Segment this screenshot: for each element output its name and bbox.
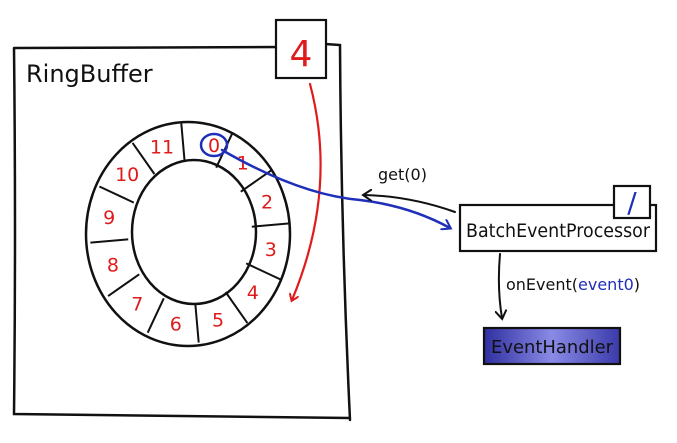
ring-slot-10: 10 — [115, 164, 139, 186]
on-event-arrow — [499, 253, 502, 318]
on-event-prefix: onEvent( — [506, 275, 578, 294]
ring-divider — [180, 123, 186, 162]
ring-slot-11: 11 — [150, 137, 174, 159]
ring-inner — [130, 158, 258, 306]
get-call: get(0) — [364, 165, 456, 213]
ring-outer — [84, 120, 292, 348]
sequence-advance-arrow — [292, 82, 322, 300]
ring-divider — [90, 238, 129, 244]
ring-slot-3: 3 — [265, 239, 277, 261]
ring-slot-2: 2 — [261, 192, 273, 214]
processor-pointer-arrow — [220, 148, 450, 228]
ring-dividers — [90, 123, 290, 343]
ring-slot-1: 1 — [237, 153, 249, 175]
on-event-suffix: ) — [634, 275, 640, 294]
processor-sequence-value: / — [627, 186, 637, 219]
current-slot-marker — [199, 132, 229, 158]
on-event-label: onEvent(event0) — [506, 275, 640, 294]
event-handler: EventHandler — [482, 326, 622, 366]
ring-divider — [131, 142, 156, 175]
ring-buffer-sequence-value: 4 — [290, 34, 313, 75]
ring-divider — [224, 291, 249, 324]
ring-slot-8: 8 — [107, 255, 119, 277]
ring-slot-7: 7 — [131, 294, 143, 316]
ring-divider — [194, 304, 200, 343]
ring-buffer-sequence-box: 4 — [274, 18, 328, 80]
ring-divider — [107, 273, 140, 297]
ring-buffer-box: RingBuffer — [12, 42, 352, 422]
ring-slot-0: 0 — [208, 135, 220, 157]
ring-slot-6: 6 — [170, 314, 182, 336]
ring-divider — [251, 222, 290, 228]
ring-slot-5: 5 — [212, 310, 224, 332]
on-event-arg: event0 — [578, 275, 634, 294]
ring-slot-4: 4 — [247, 282, 259, 304]
handler-box — [482, 326, 622, 366]
get-call-label: get(0) — [378, 165, 427, 184]
ring-divider — [146, 297, 165, 334]
handler-label: EventHandler — [491, 337, 614, 358]
get-call-arrow — [364, 195, 456, 213]
ring-slot-9: 9 — [103, 207, 115, 229]
ring-buffer-title: RingBuffer — [26, 60, 153, 88]
ring-divider — [245, 262, 282, 281]
ring-divider — [98, 185, 135, 204]
batch-event-processor: BatchEventProcessor / — [458, 184, 658, 253]
processor-sequence-box — [612, 184, 652, 220]
on-event-call: onEvent(event0) — [499, 253, 640, 318]
processor-label: BatchEventProcessor — [466, 220, 650, 242]
ring-buffer-frame — [12, 42, 352, 422]
